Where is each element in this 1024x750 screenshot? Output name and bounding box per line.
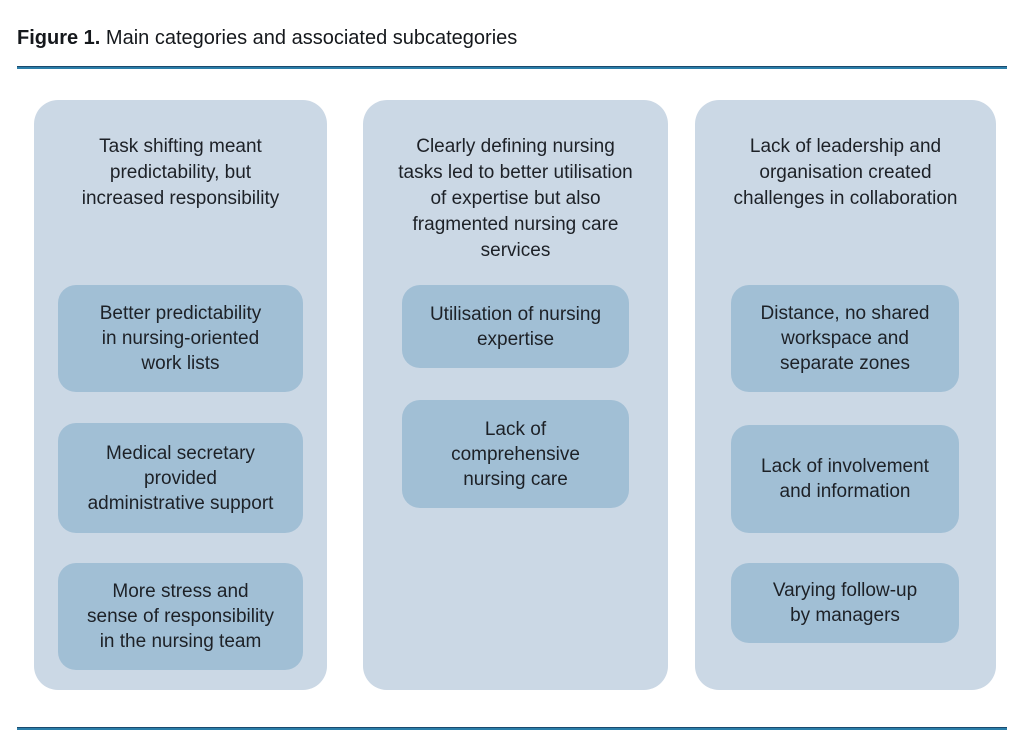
figure-caption: Main categories and associated subcatego…: [100, 27, 518, 49]
figure-title: Figure 1. Main categories and associated…: [17, 26, 517, 50]
subcategory-box: Distance, no shared workspace and separa…: [731, 285, 959, 392]
subcategory-box: More stress and sense of responsibility …: [58, 563, 303, 670]
category-column-1: Task shifting meant predictability, but …: [34, 100, 327, 690]
subcategory-box: Utilisation of nursing expertise: [402, 285, 629, 368]
category-column-3: Lack of leadership and organisation crea…: [695, 100, 996, 690]
top-divider: [17, 66, 1007, 69]
subcategory-box: Lack of involvement and information: [731, 425, 959, 533]
bottom-divider: [17, 727, 1007, 730]
subcategory-box: Medical secretary provided administrativ…: [58, 423, 303, 533]
category-header-3: Lack of leadership and organisation crea…: [733, 136, 958, 209]
subcategory-box: Varying follow-up by managers: [731, 563, 959, 643]
subcategory-box: Lack of comprehensive nursing care: [402, 400, 629, 508]
figure-label: Figure 1.: [17, 27, 101, 49]
category-header-1: Task shifting meant predictability, but …: [81, 136, 280, 209]
category-column-2: Clearly defining nursing tasks led to be…: [363, 100, 668, 690]
subcategory-box: Better predictability in nursing-oriente…: [58, 285, 303, 392]
category-header-2: Clearly defining nursing tasks led to be…: [398, 136, 633, 261]
